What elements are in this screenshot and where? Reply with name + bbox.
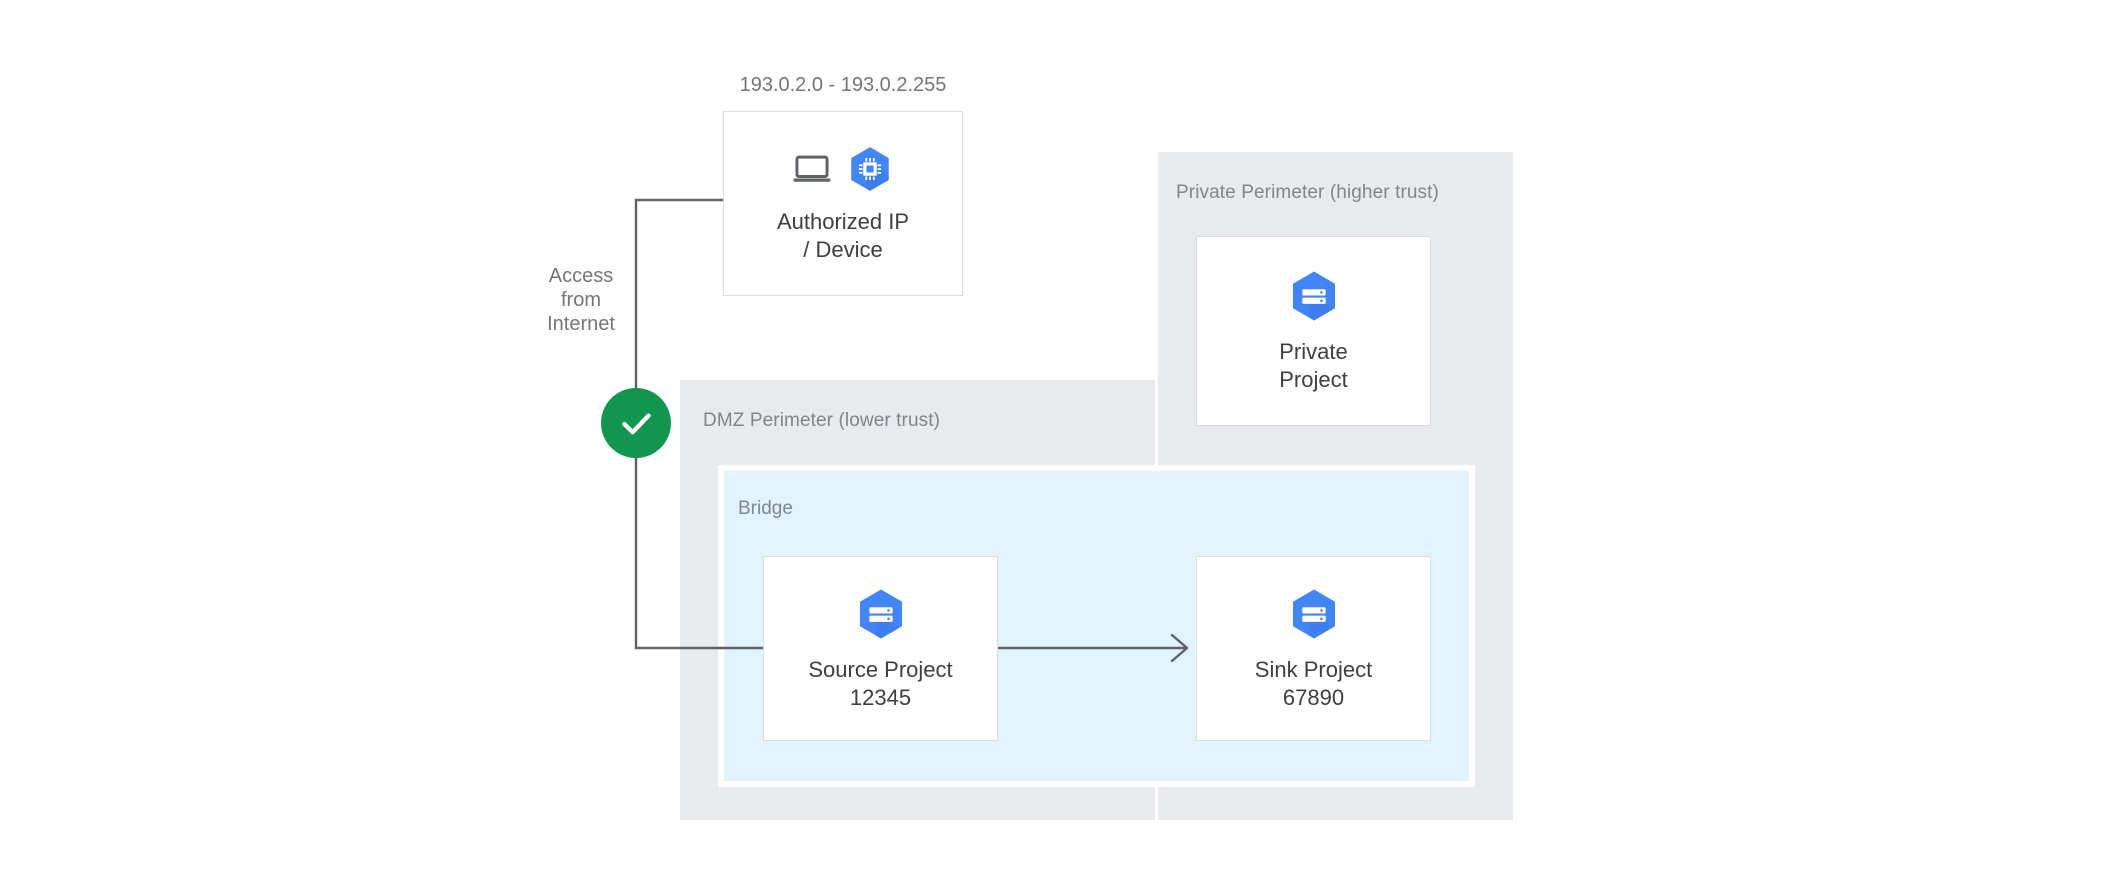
laptop-icon bbox=[793, 155, 831, 182]
node-icon-group bbox=[1286, 586, 1342, 642]
node-label: Sink Project 67890 bbox=[1254, 656, 1373, 710]
perimeter-private-label: Private Perimeter (higher trust) bbox=[1176, 182, 1439, 203]
gcp-project-icon bbox=[1292, 589, 1335, 638]
gcp-project-icon bbox=[1292, 271, 1335, 321]
node-icon-group bbox=[853, 586, 909, 642]
node-label: Source Project 12345 bbox=[808, 656, 953, 710]
node-private-project[interactable]: Private Project bbox=[1196, 236, 1431, 426]
gcp-compute-icon bbox=[851, 146, 889, 191]
gcp-project-icon bbox=[859, 589, 902, 638]
bridge-label: Bridge bbox=[738, 498, 793, 519]
access-from-internet-label: Access from Internet bbox=[547, 265, 615, 335]
ip-range-caption: 193.0.2.0 - 193.0.2.255 bbox=[739, 74, 947, 96]
perimeter-dmz-label: DMZ Perimeter (lower trust) bbox=[703, 410, 941, 431]
node-icon-group bbox=[1286, 268, 1342, 324]
node-label: Authorized IP / Device bbox=[776, 208, 910, 262]
access-allowed-badge bbox=[601, 388, 671, 458]
node-label: Private Project bbox=[1279, 339, 1348, 392]
node-sink-project[interactable]: Sink Project 67890 bbox=[1196, 556, 1431, 741]
check-icon bbox=[622, 413, 651, 435]
node-authorized-ip-device[interactable]: Authorized IP / Device bbox=[723, 111, 963, 296]
node-source-project[interactable]: Source Project 12345 bbox=[763, 556, 998, 741]
node-icon-group bbox=[791, 144, 895, 194]
